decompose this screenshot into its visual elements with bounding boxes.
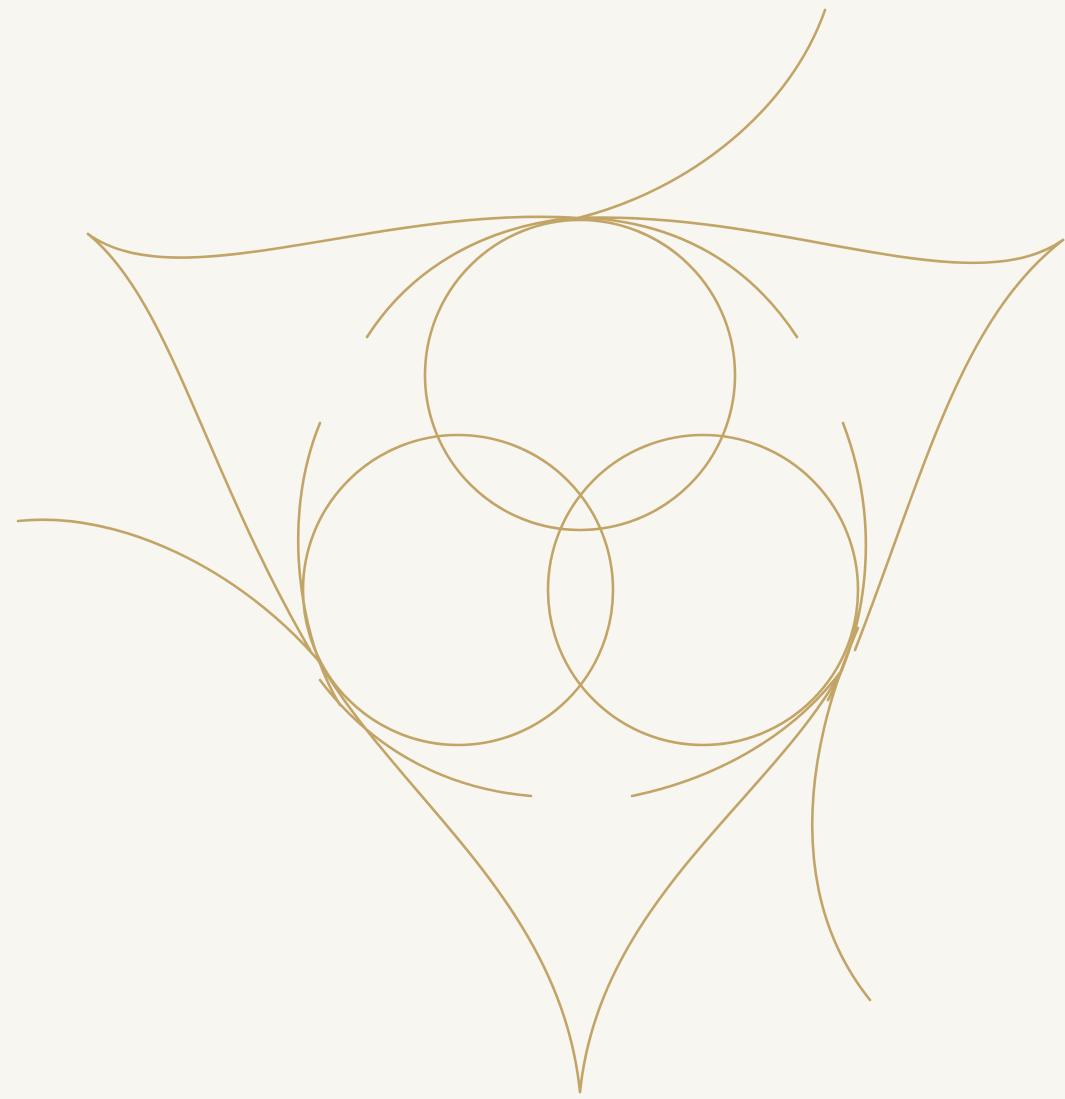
top-circle-left-hug-arc [367,218,570,337]
top-right-wing-arc [578,218,1063,263]
right-upper-sweep-arc [855,240,1063,650]
right-circle-lower-hug-arc [632,670,842,796]
right-lower-sweep-arc [812,628,870,1000]
top-circle-right-hug-arc [590,218,797,337]
top-circle [425,220,735,530]
left-circle-lower-hug-arc [320,680,531,796]
left-upper-sweep-arc [88,234,310,650]
right-circle-outer-hug-arc [828,423,866,700]
bottom-left-converging-arc [318,660,580,1092]
left-edge-sweep-arc [18,520,318,660]
right-circle [548,435,858,745]
left-circle [303,435,613,745]
bottom-right-converging-arc [580,670,842,1092]
top-right-sweep-arc [578,10,825,218]
top-left-wing-arc [88,217,578,258]
